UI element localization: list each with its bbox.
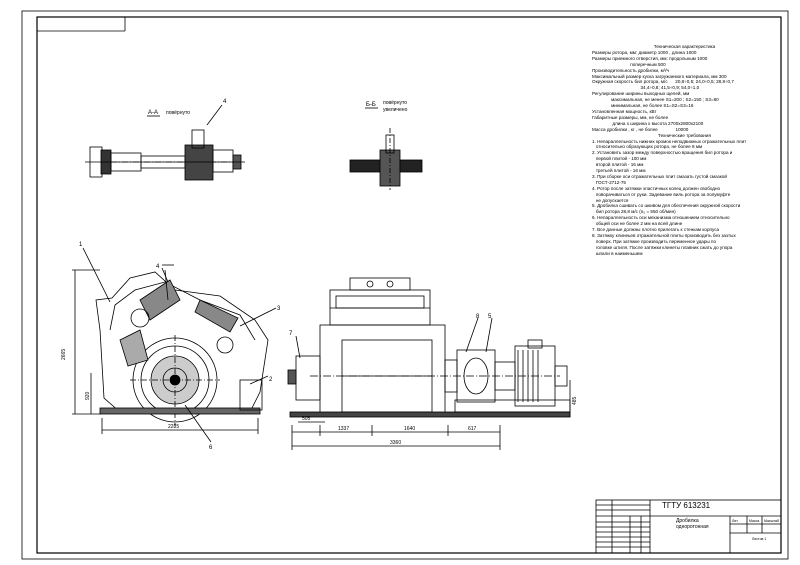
req-line-11: не допускается xyxy=(592,197,629,203)
callout-4a: 4 xyxy=(223,99,227,105)
req-line-17: 8. Затяжку клинеьев отражательной плиты … xyxy=(592,233,736,238)
req-line-12: 5. Дробилка сшивать со шкивом для обеспе… xyxy=(592,203,741,209)
section-bb-note-2: увеличено xyxy=(383,107,408,113)
section-aa-note: повёрнуто xyxy=(166,110,190,116)
dim-height-total: 2665 xyxy=(61,349,67,360)
spec-line-8: Регулирование ширины выходных щелей, мм xyxy=(592,91,690,97)
spec-line-14: Масса дробилки , кг , не более 10000 xyxy=(592,126,689,132)
dim-d4: 617 xyxy=(468,426,477,432)
callout-8: 8 xyxy=(476,314,480,320)
section-bb-view: Б-Б повёрнуто увеличено xyxy=(349,100,423,190)
req-line-15: общей оси не более 2 мм на всей длине xyxy=(592,221,683,227)
callout-3: 3 xyxy=(277,306,281,312)
req-line-2: относительно образующих ротора, не более… xyxy=(592,144,703,150)
spec-line-3: поперечным 500 xyxy=(592,61,666,67)
spec-line-13: длина х ширина х высота 2700х2800х2100 xyxy=(592,120,704,126)
req-line-13: бил ротора 28,8 м/с (n₀ = 550 об/мин) xyxy=(592,209,676,215)
technical-notes: Техническая характеристика Размеры ротор… xyxy=(592,44,777,257)
req-line-16: 7. Все данные должны плотно прилегать к … xyxy=(592,227,720,233)
req-line-20: шпали в наименьшем xyxy=(592,250,643,256)
section-bb-label: Б-Б xyxy=(366,102,376,108)
dim-total: 3360 xyxy=(390,440,401,446)
spec-line-1: Размеры ротора, мм: диаметр 1000 , длина… xyxy=(592,49,697,55)
tb-col-mass: Масса xyxy=(749,519,759,523)
sheet-border-inner xyxy=(36,16,782,554)
req-line-19: головке штиля. После затяжки клинеты пла… xyxy=(592,244,733,250)
dim-width-left: 2285 xyxy=(168,424,179,430)
callout-4b: 4 xyxy=(156,264,160,270)
tb-col-scale: Масштаб xyxy=(764,519,779,523)
title-block xyxy=(595,499,782,554)
req-line-1: 1. Непараллельность нижних кромок неподв… xyxy=(592,138,747,144)
callout-6: 6 xyxy=(209,445,213,451)
callout-1: 1 xyxy=(79,242,83,248)
req-line-4: первой плитой - 100 мм xyxy=(592,156,647,162)
req-line-10: поворачиваться от руки. Задевание виль р… xyxy=(592,191,731,197)
req-line-8: ГОСТ-2712-75 xyxy=(592,179,626,185)
crusher-side-view xyxy=(72,247,277,443)
dim-height-low: 920 xyxy=(85,391,91,400)
dim-right-h: 485 xyxy=(572,396,578,405)
notes-title: Техническая характеристика xyxy=(653,44,716,49)
req-line-9: 4. Ротор после затяжки эластичных колец … xyxy=(592,185,721,191)
dim-d3: 1640 xyxy=(404,426,415,432)
spec-line-7: 34,4÷0,8; 41,5÷0,9; 54,0÷1,0 xyxy=(592,85,700,91)
tb-sheets: Листов 1 xyxy=(752,537,766,541)
tb-col-lit: Лит. xyxy=(732,519,738,523)
sheet-border-outer xyxy=(21,10,789,560)
req-line-14: 6. Непараллельность оси механизма отноше… xyxy=(592,215,730,221)
spec-line-10: минимальная, не более S1=S2=S3=16 xyxy=(592,103,694,109)
req-line-5: второй плитой - 16 мм xyxy=(592,162,644,168)
spec-line-6: Окружная скорость бил ротора, м/с 20,8÷0… xyxy=(592,79,734,85)
callout-2: 2 xyxy=(269,377,273,383)
drawing-title: Дробилка одноротонная xyxy=(676,518,709,530)
req-line-3: 2. Установить зазор между поверхностью в… xyxy=(592,150,733,156)
section-aa-label: А-А xyxy=(148,110,158,116)
spec-line-11: Установленная мощность, кВт xyxy=(592,108,657,114)
spec-line-5: Максимальный размер куска загружаемого м… xyxy=(592,73,727,79)
drawing-code: ТГТУ 613231 xyxy=(662,501,711,510)
section-aa-view: А-А повёрнуто 4 xyxy=(85,99,245,181)
section-bb-note-1: повёрнуто xyxy=(383,100,407,106)
crusher-front-view xyxy=(287,277,571,450)
spec-line-9: максимальная, не менее S1=200 ; S2=150 ;… xyxy=(592,97,719,103)
callout-7: 7 xyxy=(289,331,293,337)
spec-line-4: Производительность дробилки, м³/ч xyxy=(592,67,670,73)
callout-5: 5 xyxy=(488,314,492,320)
dim-d2: 1337 xyxy=(338,426,349,432)
req-line-6: третьей плитой - 16 мм xyxy=(592,168,646,174)
dim-d1: 505 xyxy=(302,416,311,422)
req-line-7: 3. При сборке оси отражательных плит сма… xyxy=(592,173,727,179)
req-line-18: поверх. При затяжке производить переменн… xyxy=(592,238,716,244)
spec-line-12: Габаритные размеры, мм, не более xyxy=(592,114,669,120)
requirements-title: Технические требования xyxy=(658,132,711,138)
spec-line-2: Размеры приемного отверстия, мм: продоль… xyxy=(592,55,708,61)
